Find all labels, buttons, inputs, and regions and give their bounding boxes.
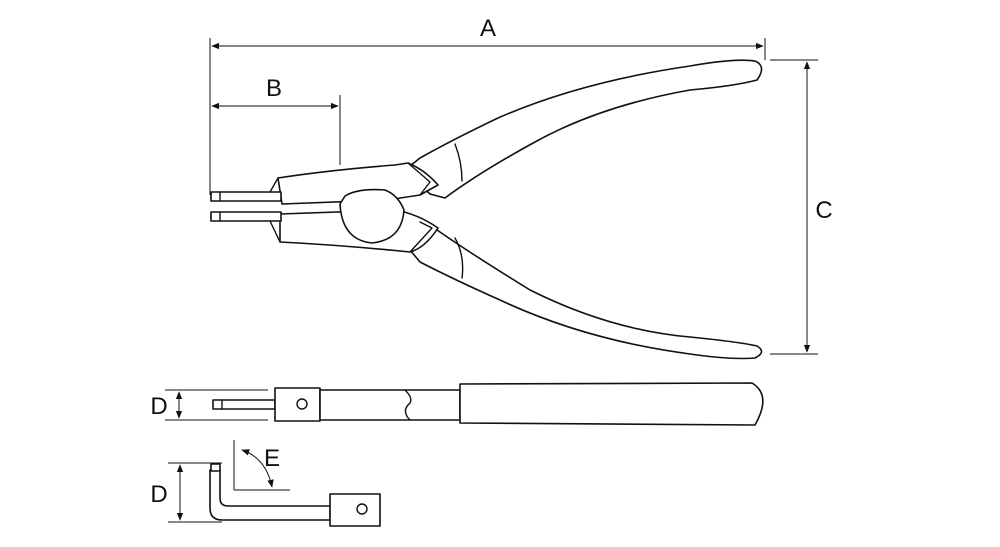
- label-b: B: [266, 75, 282, 102]
- dimension-c: C: [770, 59, 833, 355]
- label-a: A: [480, 15, 496, 42]
- pliers-side-view: D: [150, 382, 764, 426]
- dimension-b: B: [211, 75, 341, 165]
- label-c: C: [815, 197, 832, 224]
- label-d-side: D: [150, 393, 167, 420]
- pliers-top-view: [210, 59, 763, 360]
- label-d-tip: D: [150, 481, 167, 508]
- label-e: E: [264, 445, 280, 472]
- dimension-a: A: [209, 15, 766, 195]
- tip-detail-view: D E: [150, 440, 381, 527]
